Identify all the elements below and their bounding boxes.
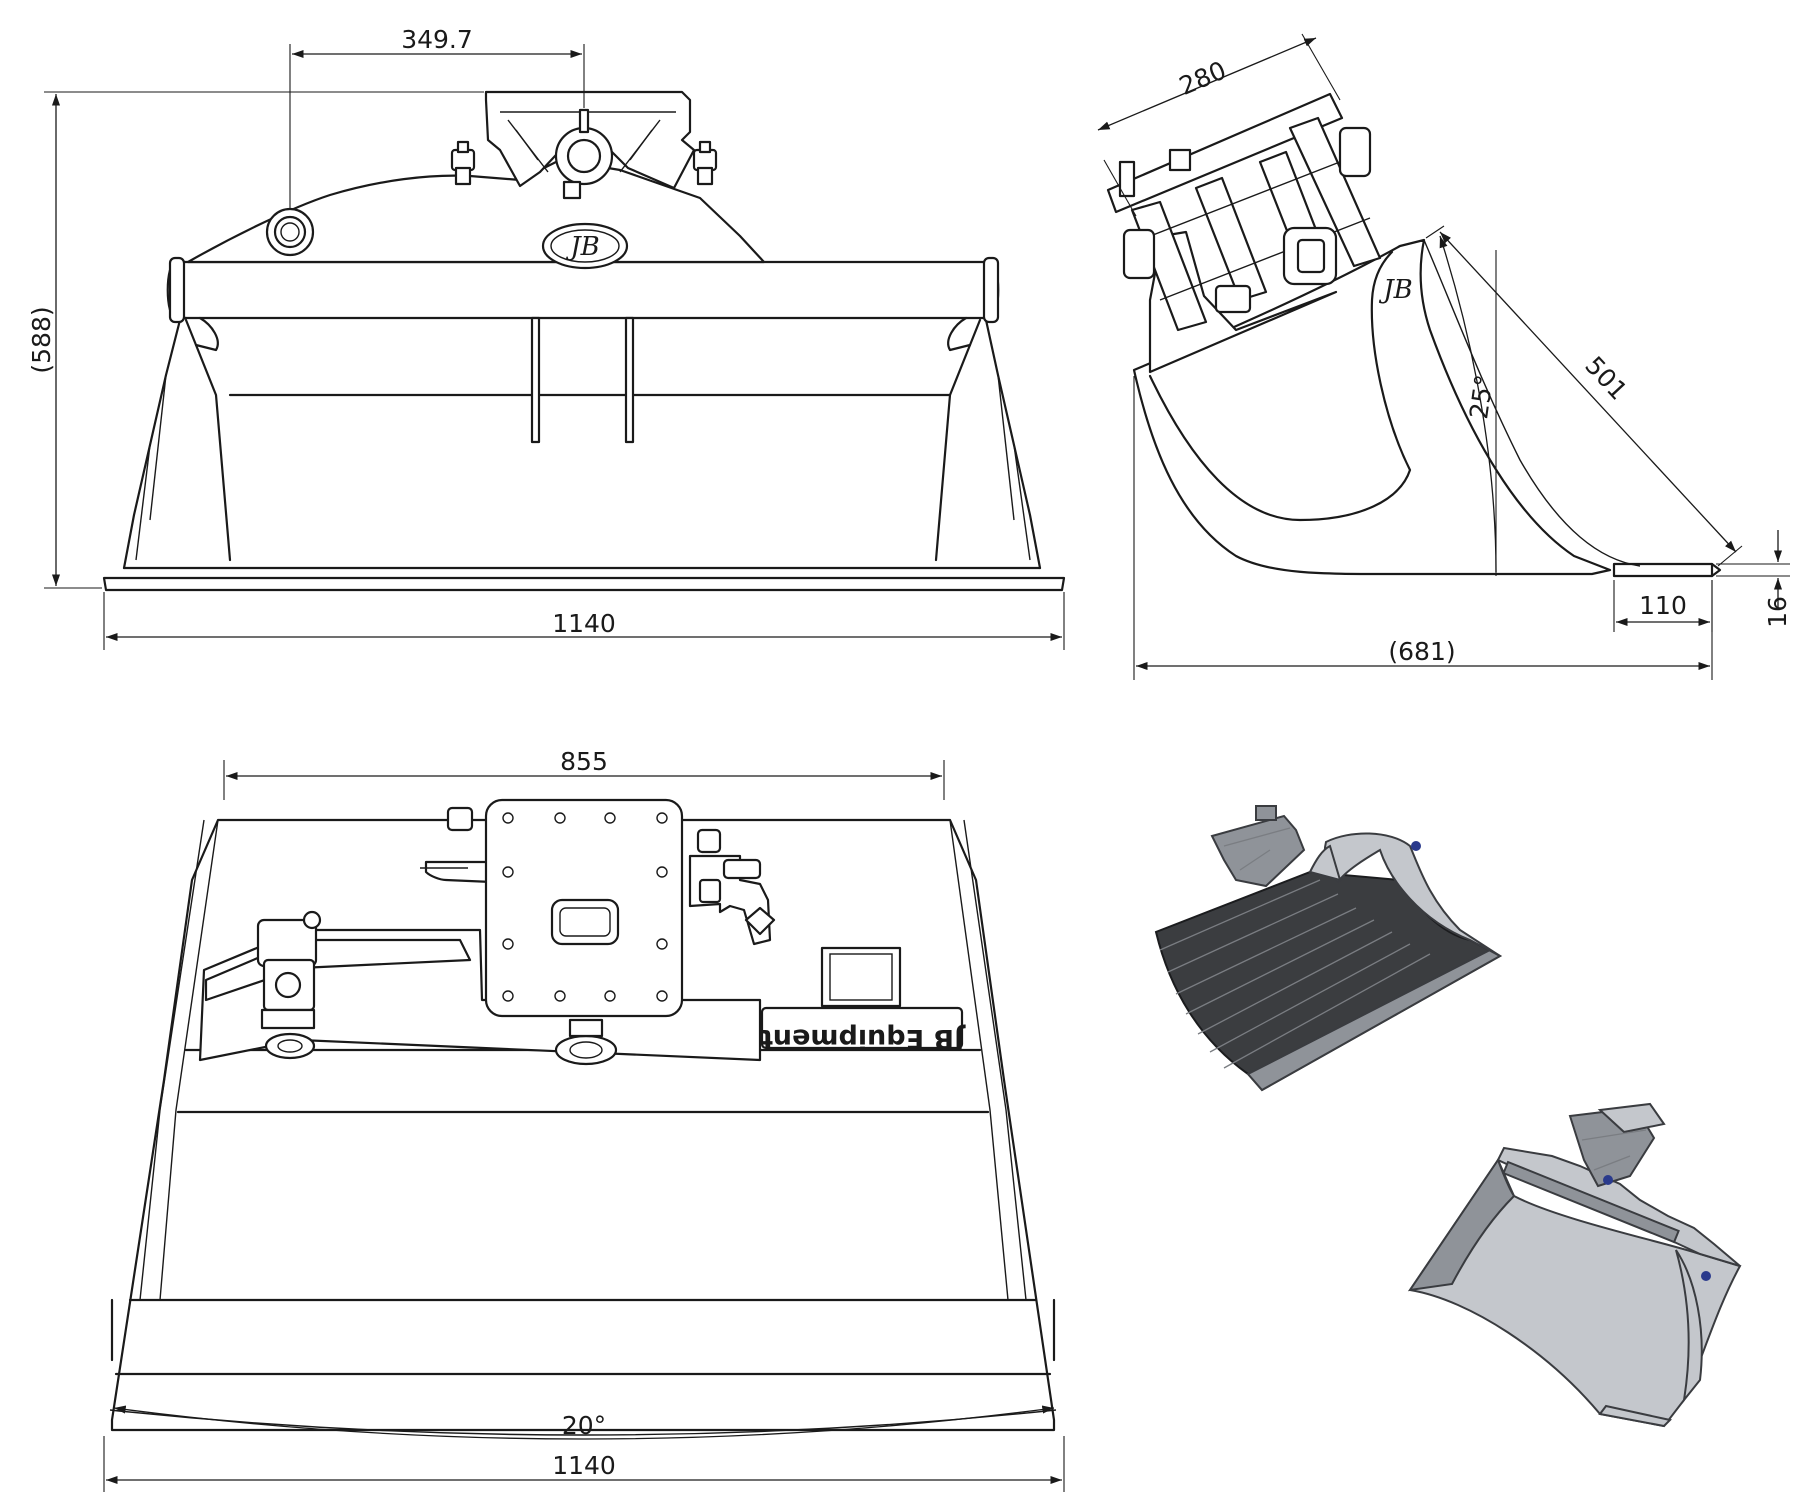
dim-side-depth: (681) xyxy=(1388,637,1455,666)
dim-front-top-offset: 349.7 xyxy=(401,25,473,54)
dim-side-diagonal: 501 xyxy=(1579,351,1633,406)
dim-side-angle: 25° xyxy=(1464,373,1499,421)
dim-front-width: 1140 xyxy=(552,609,616,638)
side-view: JB 280 501 25° 110 xyxy=(1097,33,1792,680)
dim-top-tilt-angle: 20° xyxy=(562,1411,606,1440)
dim-top-inner-width: 855 xyxy=(560,747,608,776)
plate-text-mirrored: JB Equipment xyxy=(760,1023,966,1054)
bolt-left xyxy=(450,140,476,186)
bolt-right xyxy=(692,140,718,186)
logo-side-text: JB xyxy=(1378,275,1413,305)
logo-front: JB xyxy=(541,222,629,270)
dim-top-width: 1140 xyxy=(552,1451,616,1480)
logo-front-text: JB xyxy=(565,232,600,262)
front-view: JB 349.7 (588) 1140 xyxy=(27,25,1066,650)
dim-side-lip-thickness: 16 xyxy=(1763,596,1792,628)
top-view: JB Equipment 855 20° 1140 xyxy=(103,747,1065,1492)
render-grey-bucket xyxy=(1407,1102,1742,1428)
dim-side-mount-width: 280 xyxy=(1175,56,1230,101)
render-dark-bucket xyxy=(1154,805,1503,1092)
plate-bolts xyxy=(502,812,668,1002)
dim-front-height: (588) xyxy=(27,306,56,373)
dim-side-lip-length: 110 xyxy=(1639,591,1687,620)
